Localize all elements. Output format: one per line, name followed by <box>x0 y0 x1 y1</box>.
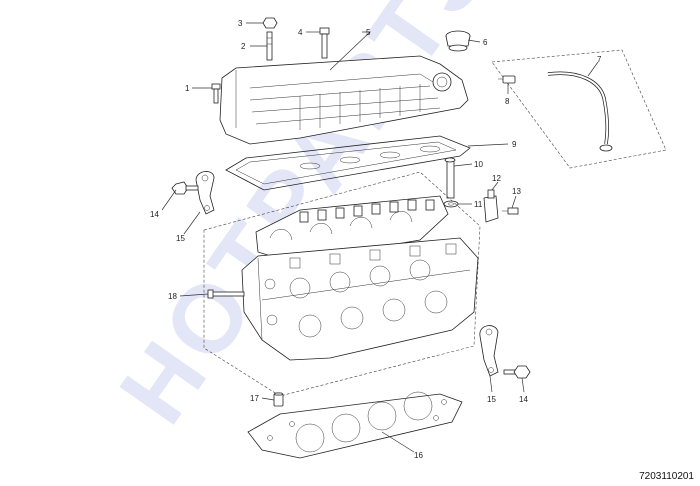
callout-14-upper: 14 <box>150 210 159 219</box>
callout-16: 16 <box>414 451 423 460</box>
callout-3: 3 <box>238 19 243 28</box>
part-cover-gasket <box>225 135 471 191</box>
part-nut <box>262 17 278 29</box>
part-camshaft-carrier <box>255 195 449 263</box>
part-connector <box>498 75 516 84</box>
callout-2: 2 <box>241 42 246 51</box>
part-breather-hose <box>491 49 667 169</box>
part-head-gasket <box>247 391 463 459</box>
callout-10: 10 <box>474 160 483 169</box>
callout-14-lower: 14 <box>519 395 528 404</box>
part-lifting-bolt-upper <box>171 181 199 195</box>
callout-7: 7 <box>597 55 602 64</box>
callout-15-upper: 15 <box>176 234 185 243</box>
callout-8: 8 <box>505 97 510 106</box>
part-stud-bolt <box>266 31 273 61</box>
part-bracket-bolt <box>502 207 519 215</box>
callout-11: 11 <box>474 200 483 209</box>
part-lifting-eye-upper <box>195 171 215 215</box>
callout-12: 12 <box>492 174 501 183</box>
part-oil-filler-cap <box>445 30 471 52</box>
callout-4: 4 <box>298 28 303 37</box>
diagram-code: 7203110201 <box>639 471 694 482</box>
callout-18: 18 <box>168 292 177 301</box>
part-cylinder-head <box>241 237 479 361</box>
callout-9: 9 <box>512 140 517 149</box>
callout-17: 17 <box>250 394 259 403</box>
part-side-bolt <box>211 83 221 104</box>
callout-labels: 1 2 3 4 5 6 7 8 9 10 11 12 13 14 15 18 1… <box>150 19 602 460</box>
callout-5: 5 <box>366 28 371 37</box>
part-cover-bolt <box>319 27 330 59</box>
callout-1: 1 <box>185 84 190 93</box>
part-dowel-sleeve <box>273 392 284 407</box>
leader-lines <box>161 22 599 453</box>
part-spark-plug-tube <box>444 157 456 199</box>
callout-15-lower: 15 <box>487 395 496 404</box>
part-bracket <box>483 189 499 223</box>
part-lifting-eye-lower <box>479 325 499 377</box>
callout-6: 6 <box>483 38 488 47</box>
callout-13: 13 <box>512 187 521 196</box>
part-cylinder-head-cover <box>219 55 469 145</box>
part-lifting-bolt-lower <box>503 365 531 379</box>
part-washer <box>443 200 459 208</box>
